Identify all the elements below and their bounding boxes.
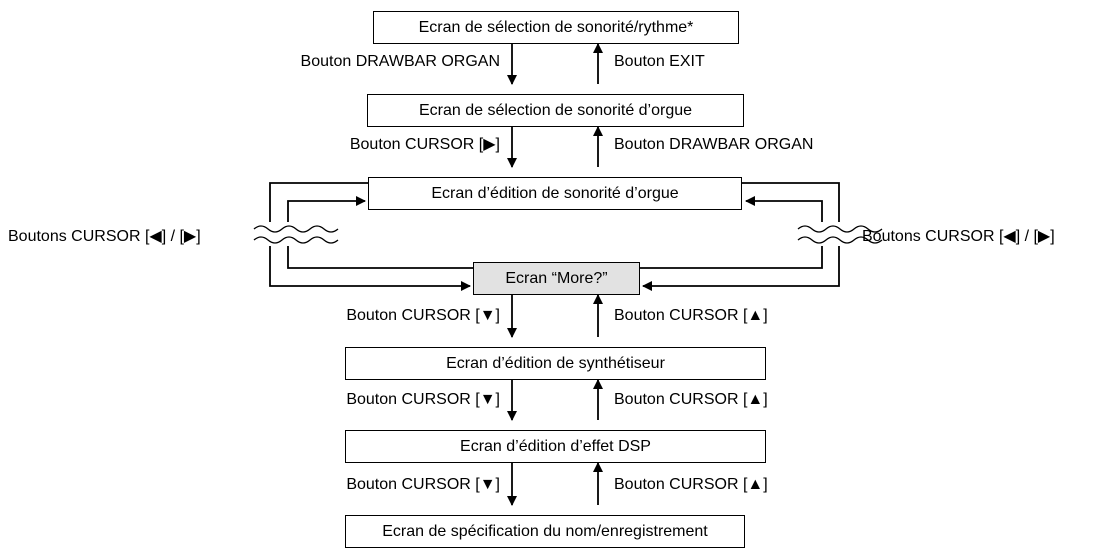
label-exit-up: Bouton EXIT: [614, 53, 705, 70]
loop-right-inner: [640, 196, 823, 269]
label-cursor-down-3: Bouton CURSOR [▼]: [346, 476, 500, 493]
synth-edit-screen: Ecran d’édition de synthétiseur: [345, 347, 766, 380]
wave-break-right: [797, 222, 883, 246]
organ-tone-select-screen: Ecran de sélection de sonorité d’orgue: [367, 94, 744, 127]
wave-break-left: [253, 222, 339, 246]
label-cursor-down-2: Bouton CURSOR [▼]: [346, 391, 500, 408]
label-cursors-left-right-left: Boutons CURSOR [◀] / [▶]: [8, 228, 201, 245]
name-save-screen: Ecran de spécification du nom/enregistre…: [345, 515, 745, 548]
label-drawbar-organ-up: Bouton DRAWBAR ORGAN: [614, 136, 814, 153]
loop-left-inner: [287, 196, 473, 269]
label-drawbar-organ-down: Bouton DRAWBAR ORGAN: [300, 53, 500, 70]
organ-tone-edit-screen: Ecran d’édition de sonorité d’orgue: [368, 177, 742, 210]
label-cursor-down-1: Bouton CURSOR [▼]: [346, 307, 500, 324]
label-cursor-up-1: Bouton CURSOR [▲]: [614, 307, 768, 324]
more-screen: Ecran “More?”: [473, 262, 640, 295]
tone-rhythm-select-screen: Ecran de sélection de sonorité/rythme*: [373, 11, 739, 44]
label-cursor-right-down: Bouton CURSOR [▶]: [349, 136, 500, 153]
label-cursors-left-right-right: Boutons CURSOR [◀] / [▶]: [862, 228, 1055, 245]
label-cursor-up-3: Bouton CURSOR [▲]: [614, 476, 768, 493]
dsp-effect-edit-screen: Ecran d’édition d’effet DSP: [345, 430, 766, 463]
label-cursor-up-2: Bouton CURSOR [▲]: [614, 391, 768, 408]
